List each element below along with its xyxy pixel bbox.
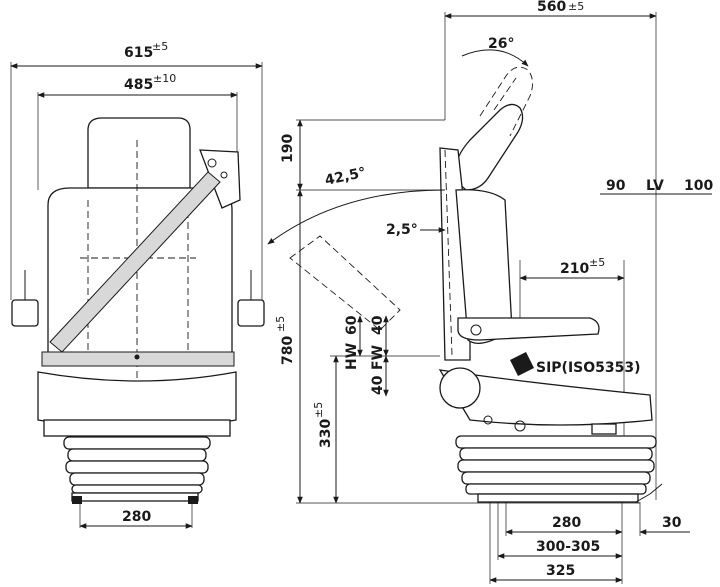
front-foot-right <box>188 496 198 504</box>
front-foot-left <box>72 496 82 504</box>
arc-26 <box>461 49 529 67</box>
side-armrest <box>457 317 600 341</box>
armrest-depth-tolerance: ±5 <box>589 256 605 269</box>
side-view: 560 ±5 26° 42,5° 2,5° 190 780 ±5 330 ±5 <box>267 0 713 584</box>
hw-value: 60 <box>344 315 360 335</box>
fw-label: FW <box>370 345 386 370</box>
depth-tolerance: ±5 <box>568 0 584 13</box>
front-armrest-right <box>237 299 265 327</box>
depth-value: 560 <box>537 0 566 15</box>
seat-height-value: 330 <box>318 419 334 448</box>
inner-width-value: 485 <box>124 77 153 93</box>
front-suspension-bellows <box>63 436 211 494</box>
lv-front-value: 90 <box>606 178 626 194</box>
adjust-pivot <box>483 415 493 425</box>
front-headrest <box>87 117 191 189</box>
backrest-angle: 42,5° <box>324 165 368 189</box>
sip-marker <box>510 352 534 376</box>
tilt-angle: 2,5° <box>386 222 418 238</box>
front-armrest-left <box>11 299 39 327</box>
overall-width-value: 615 <box>124 45 153 61</box>
side-headrest <box>453 103 524 191</box>
fw-value-down: 40 <box>370 375 386 395</box>
inner-width-tolerance: ±10 <box>153 72 176 85</box>
hw-label: HW <box>344 343 360 370</box>
recline-angle: 26° <box>488 36 514 52</box>
anchor-bolt <box>207 158 217 168</box>
belt-buckle <box>134 354 140 360</box>
front-cushion-base <box>43 419 231 437</box>
base-325: 325 <box>546 563 575 579</box>
overall-width-tolerance: ±5 <box>152 40 168 53</box>
front-base-width: 280 <box>122 509 151 525</box>
front-view: 615 ±5 485 ±10 <box>10 40 265 529</box>
adjust-pivot-2 <box>514 420 526 432</box>
side-cushion <box>438 369 653 426</box>
lever-30: 30 <box>662 515 682 531</box>
total-height-value: 780 <box>280 336 296 365</box>
side-lever <box>635 483 663 503</box>
sip-label: SIP(ISO5353) <box>536 360 641 376</box>
belt-anchor <box>199 149 241 209</box>
headrest-alt-position <box>479 66 533 137</box>
arc-42-5 <box>267 189 446 245</box>
anchor-bolt-2 <box>220 171 228 179</box>
armrest-depth-value: 210 <box>560 261 589 277</box>
lv-back-value: 100 <box>684 178 713 194</box>
headrest-height: 190 <box>280 134 296 163</box>
side-knob <box>439 367 481 409</box>
headrest-alt-line <box>493 77 517 111</box>
front-base-plate <box>71 492 199 502</box>
side-suspension-bellows <box>455 435 657 495</box>
side-level-indicator <box>591 423 617 435</box>
backrest-centerline <box>444 149 453 356</box>
reclined-backrest-outline <box>289 235 401 331</box>
seat-height-tolerance: ±5 <box>312 402 325 418</box>
base-range: 300-305 <box>536 539 600 555</box>
side-base-plate <box>477 493 639 503</box>
armrest-pivot <box>470 324 482 336</box>
lv-label: LV <box>646 178 664 194</box>
fw-value-up: 40 <box>370 315 386 335</box>
base-280: 280 <box>552 515 581 531</box>
total-height-tolerance: ±5 <box>274 316 287 332</box>
